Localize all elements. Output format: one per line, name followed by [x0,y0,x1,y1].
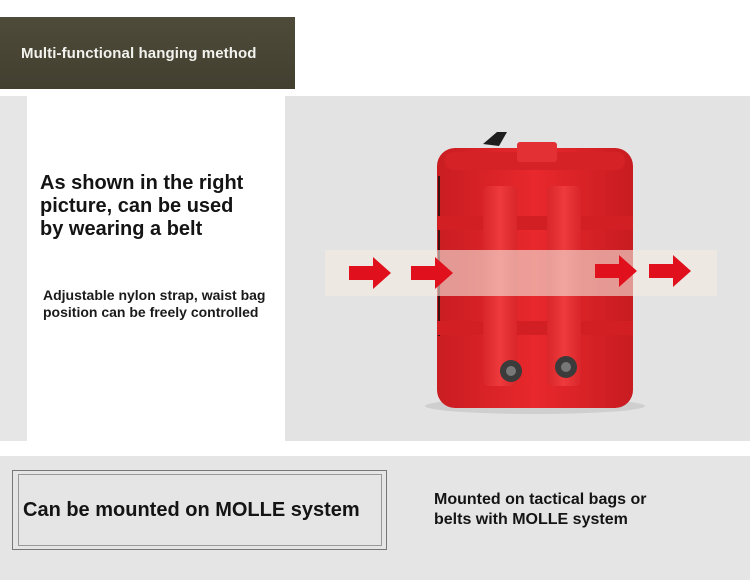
header-banner: Multi-functional hanging method [0,17,295,89]
arrow-right-icon [411,257,453,289]
molle-box-frame [12,470,387,550]
molle-description: Mounted on tactical bags or belts with M… [434,491,647,528]
belt-main-text: As shown in the right picture, can be us… [40,172,244,240]
left-grey-strip [0,96,27,441]
arrow-right-icon [649,255,691,287]
arrow-right-icon [595,255,637,287]
molle-webbing [437,216,633,230]
belt-sub-text: Adjustable nylon strap, waist bag positi… [43,287,266,320]
molle-section [0,456,750,580]
zipper-pull [483,132,507,146]
snap-button-left [506,366,516,376]
top-loop [517,142,557,162]
header-title: Multi-functional hanging method [21,44,257,62]
snap-button-right [561,362,571,372]
belt-text-panel [27,96,285,441]
product-photo [325,132,717,414]
product-photo-panel [285,96,750,441]
molle-webbing [437,321,633,335]
arrow-right-icon [349,257,391,289]
molle-box: Can be mounted on MOLLE system [18,474,382,546]
molle-box-text: Can be mounted on MOLLE system [23,498,360,521]
